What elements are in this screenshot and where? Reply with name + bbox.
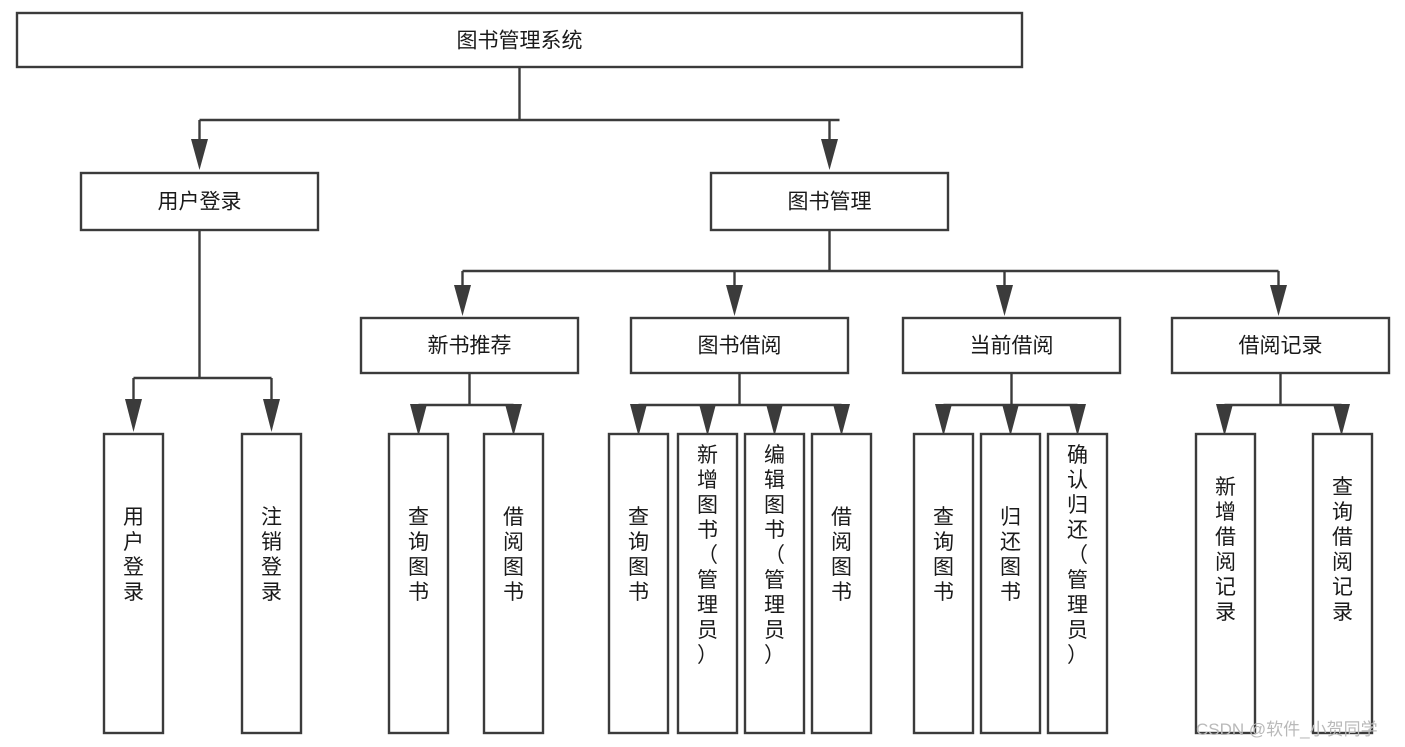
node-leaf-confirm-return-label: 确认归还（管理员）	[1067, 444, 1088, 667]
node-current-borrow-label: 当前借阅	[970, 335, 1054, 358]
node-leaf-query-book-1-box[interactable]	[387, 432, 450, 735]
arrow-icon-leaf-add-record	[1216, 404, 1233, 436]
connector-group-root	[198, 67, 840, 155]
node-leaf-query-book-2[interactable]: 查询图书	[607, 432, 670, 735]
arrow-icon-leaf-user-logout	[263, 399, 280, 432]
arrow-icon-new-book-recommend	[454, 285, 471, 316]
node-leaf-user-login[interactable]: 用户登录	[102, 432, 165, 735]
node-leaf-query-record-box[interactable]	[1311, 432, 1374, 735]
node-leaf-query-book-1[interactable]: 查询图书	[387, 432, 450, 735]
node-leaf-user-logout[interactable]: 注销登录	[240, 432, 303, 735]
node-leaf-edit-book-box[interactable]	[743, 432, 806, 735]
arrow-icon-leaf-query-book-1	[410, 404, 427, 436]
node-current-borrow[interactable]: 当前借阅	[901, 316, 1122, 375]
node-leaf-user-login-box[interactable]	[102, 432, 165, 735]
node-leaf-borrow-book-1[interactable]: 借阅图书	[482, 432, 545, 735]
node-root-box[interactable]	[15, 11, 1024, 69]
node-root[interactable]: 图书管理系统	[15, 11, 1024, 69]
node-user-login-box[interactable]	[79, 171, 320, 232]
node-current-borrow-box[interactable]	[901, 316, 1122, 375]
arrowhead-group	[125, 139, 1350, 436]
node-leaf-query-book-3-label: 查询图书	[933, 506, 954, 604]
arrow-icon-borrow-record	[1270, 285, 1287, 316]
node-leaf-query-book-2-box[interactable]	[607, 432, 670, 735]
node-leaf-confirm-return[interactable]: 确认归还（管理员）	[1046, 432, 1109, 735]
arrow-icon-book-borrow	[726, 285, 743, 316]
node-leaf-query-book-3[interactable]: 查询图书	[912, 432, 975, 735]
node-book-borrow-label: 图书借阅	[698, 335, 782, 358]
node-book-manage[interactable]: 图书管理	[709, 171, 950, 232]
arrow-icon-leaf-return-book	[1002, 404, 1019, 436]
node-root-label: 图书管理系统	[457, 30, 583, 53]
arrow-icon-user-login	[191, 139, 208, 170]
node-book-manage-label: 图书管理	[788, 191, 872, 214]
node-leaf-user-logout-box[interactable]	[240, 432, 303, 735]
node-new-book-recommend[interactable]: 新书推荐	[359, 316, 580, 375]
node-leaf-return-book[interactable]: 归还图书	[979, 432, 1042, 735]
node-leaf-edit-book[interactable]: 编辑图书（管理员）	[743, 432, 806, 735]
node-leaf-add-record-label: 新增借阅记录	[1215, 476, 1236, 624]
node-leaf-add-book-box[interactable]	[676, 432, 739, 735]
node-new-book-recommend-box[interactable]	[359, 316, 580, 375]
node-leaf-user-login-label: 用户登录	[123, 506, 144, 604]
node-leaf-borrow-book-2[interactable]: 借阅图书	[810, 432, 873, 735]
arrow-icon-leaf-query-book-2	[630, 404, 647, 436]
node-borrow-record[interactable]: 借阅记录	[1170, 316, 1391, 375]
connector-group-level2	[417, 373, 1343, 420]
arrow-icon-book-manage	[821, 139, 838, 170]
node-leaf-query-book-1-label: 查询图书	[408, 506, 429, 604]
node-new-book-recommend-label: 新书推荐	[428, 335, 512, 358]
node-borrow-record-box[interactable]	[1170, 316, 1391, 375]
arrow-icon-leaf-edit-book	[766, 404, 783, 436]
node-leaf-query-record-label: 查询借阅记录	[1332, 476, 1353, 624]
node-user-login-label: 用户登录	[158, 191, 242, 214]
node-book-borrow-box[interactable]	[629, 316, 850, 375]
node-leaf-return-book-label: 归还图书	[1000, 506, 1021, 604]
node-borrow-record-label: 借阅记录	[1239, 335, 1323, 358]
node-leaf-query-record[interactable]: 查询借阅记录	[1311, 432, 1374, 735]
node-leaf-edit-book-label: 编辑图书（管理员）	[764, 444, 785, 667]
arrow-icon-leaf-user-login	[125, 399, 142, 432]
node-leaf-borrow-book-2-box[interactable]	[810, 432, 873, 735]
node-leaf-borrow-book-2-label: 借阅图书	[831, 506, 852, 604]
node-leaf-add-book-label: 新增图书（管理员）	[697, 444, 718, 667]
arrow-icon-leaf-borrow-book-2	[833, 404, 850, 436]
arrow-icon-leaf-confirm-return	[1069, 404, 1086, 436]
node-leaf-add-record-box[interactable]	[1194, 432, 1257, 735]
node-leaf-query-book-2-label: 查询图书	[628, 506, 649, 604]
node-leaf-query-book-3-box[interactable]	[912, 432, 975, 735]
node-leaf-add-book[interactable]: 新增图书（管理员）	[676, 432, 739, 735]
node-leaf-borrow-book-1-box[interactable]	[482, 432, 545, 735]
arrow-icon-current-borrow	[996, 285, 1013, 316]
node-book-manage-box[interactable]	[709, 171, 950, 232]
arrow-icon-leaf-query-record	[1333, 404, 1350, 436]
arrow-icon-leaf-query-book-3	[935, 404, 952, 436]
node-leaf-borrow-book-1-label: 借阅图书	[503, 506, 524, 604]
arrow-icon-leaf-add-book	[699, 404, 716, 436]
node-leaf-add-record[interactable]: 新增借阅记录	[1194, 432, 1257, 735]
node-book-borrow[interactable]: 图书借阅	[629, 316, 850, 375]
node-leaf-confirm-return-box[interactable]	[1046, 432, 1109, 735]
node-user-login[interactable]: 用户登录	[79, 171, 320, 232]
node-leaf-user-logout-label: 注销登录	[261, 506, 282, 604]
arrow-icon-leaf-borrow-book-1	[505, 404, 522, 436]
node-leaf-return-book-box[interactable]	[979, 432, 1042, 735]
